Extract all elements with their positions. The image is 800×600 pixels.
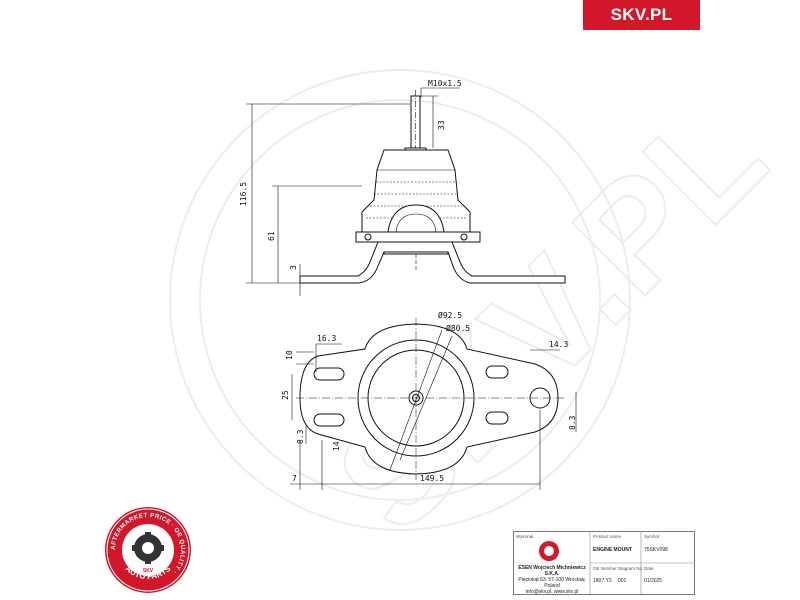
company-line-contact: info@skv.pl, www.skv.pl (525, 589, 579, 595)
oe-number-value: 1807.Y3 (593, 578, 612, 584)
flange-thickness-label: 3 (289, 265, 298, 270)
flange-outline (299, 323, 559, 475)
title-block: Wykonał ESEN Wojciech Michniewicz S.K.A.… (513, 531, 695, 595)
body-height-label: 61 (267, 231, 276, 241)
gear-icon (132, 532, 164, 564)
inner-diameter-label: Ø80.5 (446, 323, 470, 333)
quality-badge: AFTERMARKET PRICE · OE QUALITY · AUTO PA… (105, 507, 191, 593)
diagram-no-value: 001 (618, 578, 627, 584)
title-block-grid (514, 532, 694, 594)
company-line-address: Pięciokąt 63, 57-100 Wrocław, Poland (518, 577, 586, 589)
watermark-text: SKV.PL (304, 71, 796, 563)
company-address: ESEN Wojciech Michniewicz S.K.A. Pięciok… (516, 565, 588, 595)
date-value: 01/2025 (644, 578, 663, 584)
left-slot-top (313, 367, 345, 381)
outer-diameter-label: Ø92.5 (438, 310, 462, 320)
diagram-no-label: Diagram No. (618, 566, 644, 571)
symbol-label: Symbol (644, 534, 660, 539)
thread-label: M10x1.5 (428, 79, 462, 88)
date-label: Date (644, 566, 654, 571)
left-distance-label: 14 (332, 441, 341, 451)
company-line-name: ESEN Wojciech Michniewicz S.K.A. (518, 565, 586, 577)
skv-logo[interactable]: SKV.PL (583, 0, 700, 30)
right-tab-label: 14.3 (549, 340, 568, 349)
left-slot-bottom (313, 413, 345, 427)
right-hole-label: 8.3 (568, 415, 577, 430)
edge-offset-label: 7 (292, 474, 297, 483)
bracket (299, 241, 566, 284)
oe-number-label: OE Number (593, 566, 617, 571)
side-view (246, 87, 566, 296)
stud-height-label: 33 (437, 120, 446, 130)
product-name-label: Product name (593, 534, 622, 539)
left-hole-label: 8.3 (296, 429, 305, 444)
product-name-value: ENGINE MOUNT (593, 547, 632, 553)
symbol-value: 75SKV098 (644, 547, 668, 553)
badge-center-text: SKV (143, 568, 154, 574)
watermark: SKV.PL (169, 69, 797, 564)
slot-spacing-label: 25 (281, 390, 290, 400)
total-length-label: 149.5 (420, 474, 444, 483)
top-view (290, 318, 577, 490)
total-height-label: 116.5 (239, 182, 248, 206)
slot-height-label: 10 (285, 350, 294, 360)
company-label: Wykonał (516, 534, 534, 539)
company-logo (539, 541, 559, 561)
hole-offset-label: 16.3 (317, 334, 336, 343)
